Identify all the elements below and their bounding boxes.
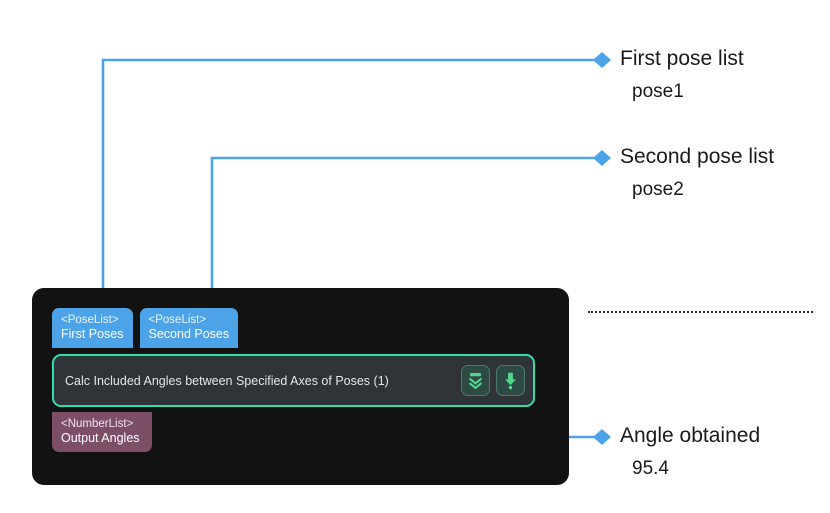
output-port-output-angles-type: <NumberList> xyxy=(61,418,134,430)
leader-diamond-second-pose xyxy=(593,150,611,166)
leader-line-first-pose xyxy=(101,58,598,316)
output-port-output-angles[interactable]: <NumberList> Output Angles xyxy=(52,412,152,452)
download-arrow-down-icon xyxy=(505,372,516,390)
annotation-second-pose-list-title: Second pose list xyxy=(620,145,775,168)
input-port-second-poses[interactable]: <PoseList> Second Poses xyxy=(139,308,239,348)
annotation-second-pose-list: Second pose list pose2 xyxy=(620,144,774,202)
annotation-angle-obtained-value: 95.4 xyxy=(632,458,669,479)
input-port-first-poses-label: First Poses xyxy=(61,327,124,341)
leader-diamond-angle-obtained xyxy=(593,429,611,445)
annotation-first-pose-list-title: First pose list xyxy=(620,47,744,70)
dotted-guide-line xyxy=(588,311,813,313)
run-download-button[interactable] xyxy=(496,365,525,396)
annotation-second-pose-list-value: pose2 xyxy=(632,179,684,200)
input-port-first-poses-type: <PoseList> xyxy=(61,314,119,326)
output-port-output-angles-label: Output Angles xyxy=(61,431,140,445)
annotation-first-pose-list-value: pose1 xyxy=(632,81,684,102)
collapse-double-chevron-down-icon xyxy=(469,373,482,390)
annotation-angle-obtained-title: Angle obtained xyxy=(620,424,761,447)
collapse-button[interactable] xyxy=(461,365,490,396)
input-port-second-poses-label: Second Poses xyxy=(148,327,230,341)
node-body[interactable]: Calc Included Angles between Specified A… xyxy=(52,354,535,407)
annotation-angle-obtained: Angle obtained 95.4 xyxy=(620,423,760,481)
annotation-first-pose-list: First pose list pose1 xyxy=(620,46,744,104)
node-input-ports: <PoseList> First Poses <PoseList> Second… xyxy=(52,308,239,348)
input-port-first-poses[interactable]: <PoseList> First Poses xyxy=(52,308,133,348)
node-title: Calc Included Angles between Specified A… xyxy=(65,373,389,388)
node-panel[interactable]: <PoseList> First Poses <PoseList> Second… xyxy=(32,288,569,485)
node-button-group xyxy=(461,365,525,396)
input-port-second-poses-type: <PoseList> xyxy=(148,314,207,326)
leader-diamond-first-pose xyxy=(593,52,611,68)
